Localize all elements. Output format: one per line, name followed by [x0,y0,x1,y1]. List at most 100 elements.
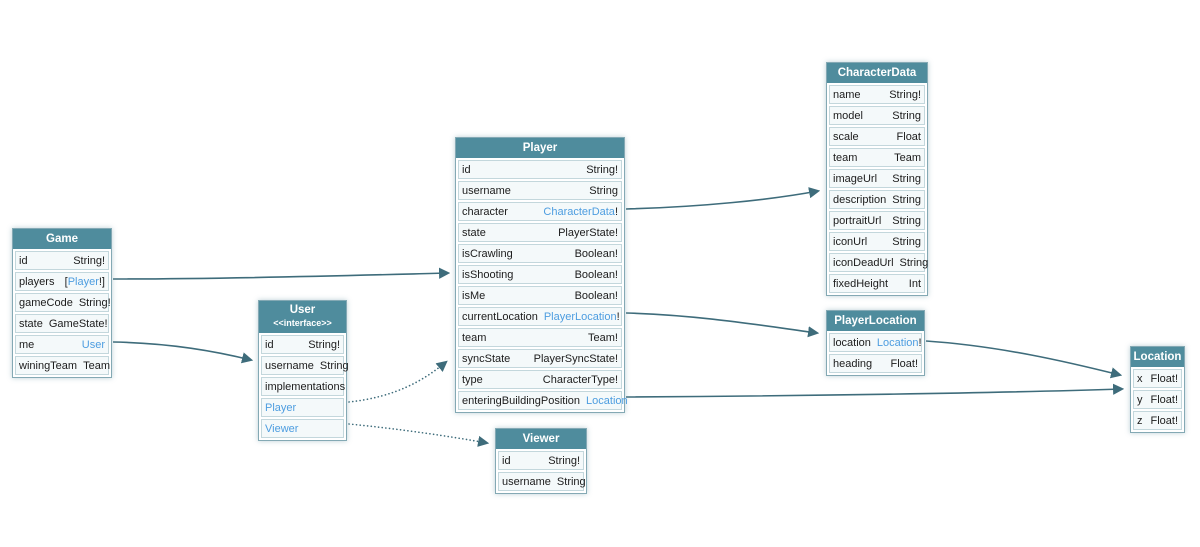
type-link[interactable]: User [81,338,105,351]
field-row-player-team[interactable]: team Team! [458,328,622,347]
field-name: id [265,338,274,351]
field-name: y [1137,393,1143,406]
type-link[interactable]: Location [586,394,628,407]
field-type: Float! [1150,415,1178,427]
field-row-game-me[interactable]: me User [15,335,109,354]
field-name: Viewer [265,422,299,435]
field-row-characterdata-fixedHeight[interactable]: fixedHeight Int [829,274,925,293]
edge-player-currentlocation-to-playerlocation [625,312,820,338]
field-type: PlayerSyncState! [534,353,618,365]
edge-playerlocation-location-to-location [925,340,1123,379]
type-text: Float! [890,357,918,370]
field-row-player-type[interactable]: type CharacterType! [458,370,622,389]
type-link[interactable]: CharacterData [543,205,615,218]
field-row-game-players[interactable]: players[Player!] [15,272,109,291]
field-row-location-x[interactable]: x Float! [1133,369,1182,388]
field-type: String [900,257,929,269]
field-name: team [462,331,487,344]
field-name: iconUrl [833,235,868,248]
field-name: username [502,475,551,488]
type-text: Float! [1150,372,1178,385]
type-text: String [589,184,618,197]
type-text: ! [918,336,922,349]
table-subtitle-text: <<interface>> [273,318,332,328]
field-type: String [320,360,349,372]
table-title-characterdata[interactable]: CharacterData [827,63,927,83]
field-type: Team! [588,332,618,344]
field-type: String [892,236,921,248]
type-text: CharacterType! [542,373,618,386]
type-text: ! [616,310,620,323]
field-name: Player [265,401,297,414]
field-row-characterdata-description[interactable]: description String [829,190,925,209]
type-text: String [892,193,921,206]
type-link[interactable]: PlayerLocation [543,310,617,323]
field-row-player-username[interactable]: username String [458,181,622,200]
field-type: PlayerState! [558,227,618,239]
type-link[interactable]: Player [67,275,99,288]
field-row-user-implementations[interactable]: implementations [261,377,345,396]
field-name: x [1137,372,1143,385]
field-name: name [833,88,861,101]
table-title-text: Viewer [522,433,560,445]
field-row-user-Player[interactable]: Player [261,398,344,417]
type-text: String! [586,163,618,176]
table-title-user[interactable]: User<<interface>> [259,301,346,333]
field-type: Boolean! [575,290,618,302]
table-title-playerlocation[interactable]: PlayerLocation [827,311,924,331]
type-link[interactable]: Location [876,336,919,349]
field-row-game-id[interactable]: id String! [15,251,109,270]
field-name: type [462,373,483,386]
table-title-player[interactable]: Player [456,138,624,158]
type-text: String [319,359,349,372]
type-text: String! [73,254,105,267]
field-type: CharacterData! [543,206,618,218]
field-name: id [19,254,28,267]
field-name: isCrawling [462,247,513,260]
field-name: username [462,184,511,197]
field-name: me [19,338,35,351]
type-text: Int [908,277,921,290]
table-title-location[interactable]: Location [1131,347,1184,367]
table-title-game[interactable]: Game [13,229,111,249]
field-row-user-Viewer[interactable]: Viewer [261,419,344,438]
field-row-characterdata-iconUrl[interactable]: iconUrl String [829,232,925,251]
field-name: description [833,193,887,206]
table-title-viewer[interactable]: Viewer [496,429,586,449]
table-title-text: Game [46,233,78,245]
field-name: fixedHeight [833,277,889,290]
edge-game-players-to-player [112,267,451,280]
type-text: Team [894,151,921,164]
field-type: String! [548,455,580,467]
